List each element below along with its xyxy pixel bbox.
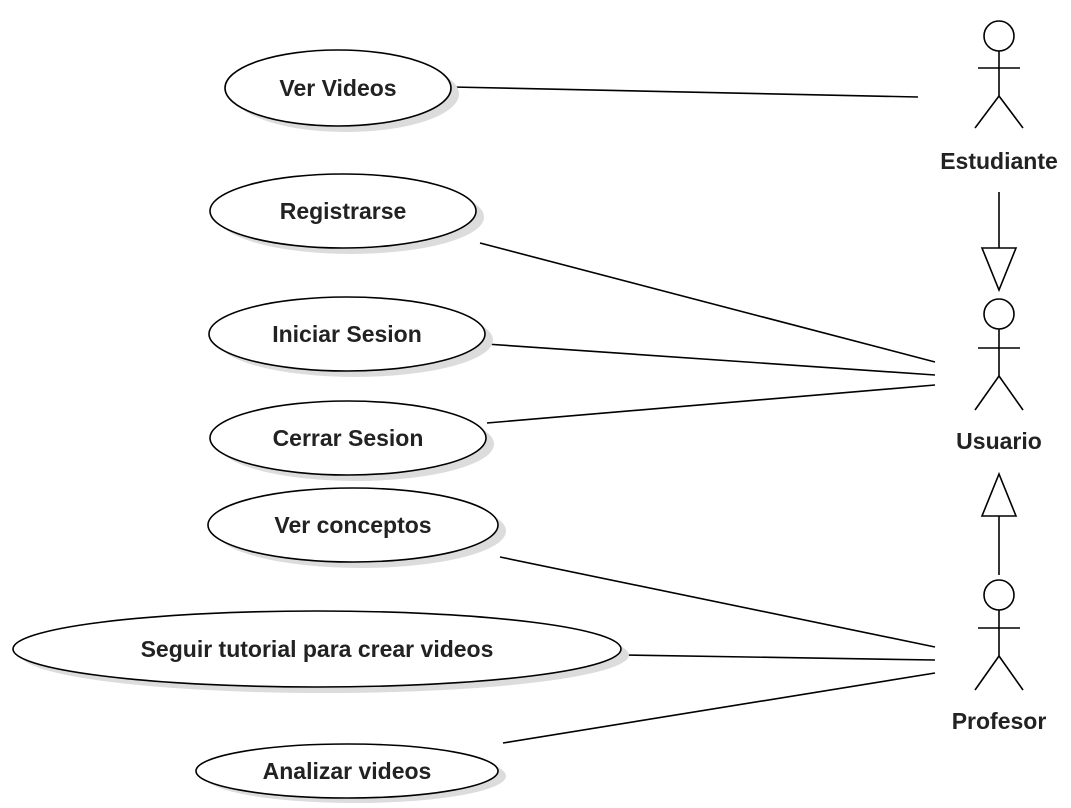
- use-case-ellipse: [207, 487, 499, 563]
- use-case-label: Analizar videos: [263, 758, 432, 784]
- generalization-arrowhead: [980, 471, 1018, 517]
- use-case-iniciar-sesion[interactable]: Iniciar Sesion: [208, 296, 493, 377]
- use-case-ver-videos[interactable]: Ver Videos: [224, 49, 459, 132]
- actor-label: Estudiante: [940, 148, 1058, 174]
- association-ver-conceptos-profesor: [499, 556, 936, 648]
- associations: [451, 86, 936, 744]
- use-case-ellipse: [209, 173, 477, 249]
- actor-label: Profesor: [952, 708, 1047, 734]
- use-case-ellipse: [224, 49, 452, 127]
- actor-estudiante[interactable]: Estudiante: [940, 20, 1058, 174]
- association-iniciar-sesion-usuario: [485, 343, 936, 376]
- use-case-analizar-videos[interactable]: Analizar videos: [195, 743, 506, 803]
- association-analizar-videos-profesor: [502, 672, 936, 744]
- use-case-ellipse: [209, 400, 487, 476]
- use-case-ellipse: [195, 743, 499, 799]
- stick-figure-icon: [974, 579, 1024, 691]
- actor-usuario[interactable]: Usuario: [956, 298, 1042, 454]
- use-case-label: Seguir tutorial para crear videos: [141, 636, 494, 662]
- use-case-ellipse: [208, 296, 486, 372]
- actor-profesor[interactable]: Profesor: [952, 579, 1047, 734]
- association-ver-videos-estudiante: [451, 86, 919, 98]
- generalization-arrowhead: [980, 247, 1018, 293]
- stick-figure-icon: [974, 298, 1024, 411]
- generalization-estudiante-usuario: [980, 192, 1018, 293]
- actor-label: Usuario: [956, 428, 1042, 454]
- use-case-label: Iniciar Sesion: [272, 321, 422, 347]
- use-case-label: Cerrar Sesion: [273, 425, 424, 451]
- use-case-ellipse: [12, 610, 622, 688]
- generalization-profesor-usuario: [980, 471, 1018, 575]
- association-cerrar-sesion-usuario: [486, 384, 936, 424]
- association-registrarse-usuario: [479, 242, 936, 363]
- use-case-label: Ver Videos: [279, 75, 396, 101]
- use-case-cerrar-sesion[interactable]: Cerrar Sesion: [209, 400, 494, 481]
- use-case-label: Ver conceptos: [274, 512, 431, 538]
- stick-figure-icon: [974, 20, 1024, 129]
- association-seguir-tutorial-profesor: [621, 654, 936, 661]
- use-case-ver-conceptos[interactable]: Ver conceptos: [207, 487, 506, 568]
- use-case-label: Registrarse: [280, 198, 407, 224]
- use-case-registrarse[interactable]: Registrarse: [209, 173, 484, 254]
- use-case-seguir-tutorial[interactable]: Seguir tutorial para crear videos: [12, 610, 629, 693]
